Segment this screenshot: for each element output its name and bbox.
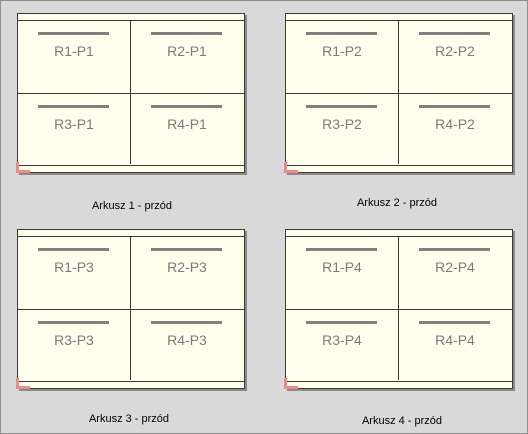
header-bar [38,105,109,108]
page-cell: R3-P1 [18,94,130,166]
corner-marker-icon [16,378,30,389]
sheet-4: R1-P4 R2-P4 R3-P4 R4-P4 [284,229,513,389]
page-label: R1-P1 [54,43,94,59]
sheet-1: R1-P1 R2-P1 R3-P1 R4-P1 [16,13,245,173]
page-label: R3-P4 [322,332,362,348]
page-label: R2-P1 [167,43,207,59]
corner-marker-icon [284,378,298,389]
header-bar [419,248,490,251]
sheet-caption: Arkusz 1 - przód [91,200,173,212]
vertical-divider [398,237,399,380]
bottom-margin-strip [18,381,244,388]
header-bar [306,248,377,251]
header-bar [306,32,377,35]
page-cell: R1-P2 [286,21,398,93]
page-cell: R3-P4 [286,310,398,382]
page-label: R1-P2 [322,43,362,59]
page-cell: R2-P2 [399,21,511,93]
page-label: R3-P3 [54,332,94,348]
page-cell: R1-P4 [286,237,398,309]
page-label: R4-P2 [435,116,475,132]
header-bar [419,32,490,35]
horizontal-divider [18,309,244,310]
page-label: R4-P1 [167,116,207,132]
header-bar [419,321,490,324]
horizontal-divider [18,93,244,94]
bottom-margin-strip [286,381,512,388]
page-label: R3-P2 [322,116,362,132]
page-label: R2-P3 [167,259,207,275]
corner-marker-icon [284,162,298,173]
page-cell: R4-P3 [131,310,243,382]
page-label: R3-P1 [54,116,94,132]
page-cell: R4-P1 [131,94,243,166]
page-label: R4-P4 [435,332,475,348]
header-bar [151,105,222,108]
page-label: R1-P3 [54,259,94,275]
vertical-divider [130,237,131,380]
header-bar [38,248,109,251]
page-cell: R2-P3 [131,237,243,309]
sheet-caption: Arkusz 2 - przód [356,197,438,209]
header-bar [306,105,377,108]
corner-marker-icon [16,162,30,173]
sheet-2: R1-P2 R2-P2 R3-P2 R4-P2 [284,13,513,173]
page-cell: R3-P2 [286,94,398,166]
page-cell: R4-P4 [399,310,511,382]
bottom-margin-strip [18,165,244,172]
page-cell: R4-P2 [399,94,511,166]
page-label: R2-P4 [435,259,475,275]
top-margin-strip [18,230,244,237]
bottom-margin-strip [286,165,512,172]
vertical-divider [398,21,399,164]
page-cell: R2-P4 [399,237,511,309]
horizontal-divider [286,309,512,310]
sheet-caption: Arkusz 3 - przód [88,413,170,425]
page-label: R4-P3 [167,332,207,348]
top-margin-strip [286,14,512,21]
header-bar [419,105,490,108]
page-cell: R2-P1 [131,21,243,93]
page-cell: R1-P3 [18,237,130,309]
header-bar [38,32,109,35]
sheet-caption: Arkusz 4 - przód [361,415,443,427]
top-margin-strip [286,230,512,237]
page-label: R2-P2 [435,43,475,59]
header-bar [306,321,377,324]
page-cell: R3-P3 [18,310,130,382]
header-bar [38,321,109,324]
page-label: R1-P4 [322,259,362,275]
header-bar [151,32,222,35]
top-margin-strip [18,14,244,21]
header-bar [151,248,222,251]
horizontal-divider [286,93,512,94]
vertical-divider [130,21,131,164]
page-cell: R1-P1 [18,21,130,93]
header-bar [151,321,222,324]
sheet-3: R1-P3 R2-P3 R3-P3 R4-P3 [16,229,245,389]
